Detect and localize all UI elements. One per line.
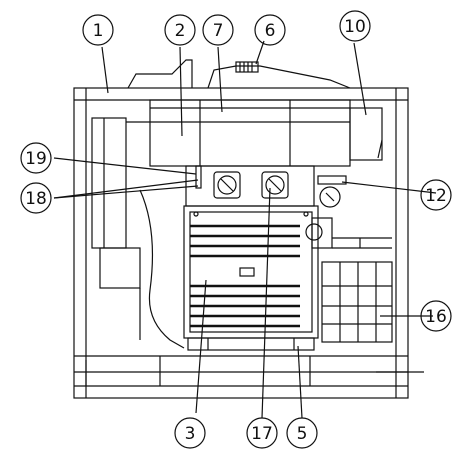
line-art xyxy=(20,10,452,449)
callout-7: 7 xyxy=(213,21,224,41)
battery-grid xyxy=(321,261,393,343)
callout-19: 19 xyxy=(25,149,47,169)
callout-1: 1 xyxy=(93,21,104,41)
alternator-housing xyxy=(183,205,319,351)
callout-3: 3 xyxy=(185,424,196,444)
callout-circles xyxy=(20,10,452,449)
right-components xyxy=(305,175,392,249)
callout-10: 10 xyxy=(344,17,366,37)
callout-16: 16 xyxy=(425,307,447,327)
top-housing xyxy=(127,59,383,167)
callout-5: 5 xyxy=(297,424,308,444)
callout-17: 17 xyxy=(251,424,273,444)
leader-lines xyxy=(53,40,437,419)
control-strip xyxy=(185,165,315,207)
callout-labels: 1 2 7 6 10 19 18 12 16 3 17 5 xyxy=(25,17,447,444)
left-engine xyxy=(91,117,185,349)
callout-18: 18 xyxy=(25,189,47,209)
outer-frame xyxy=(73,87,424,399)
callout-6: 6 xyxy=(265,21,276,41)
callout-12: 12 xyxy=(425,186,447,206)
callout-2: 2 xyxy=(175,21,186,41)
